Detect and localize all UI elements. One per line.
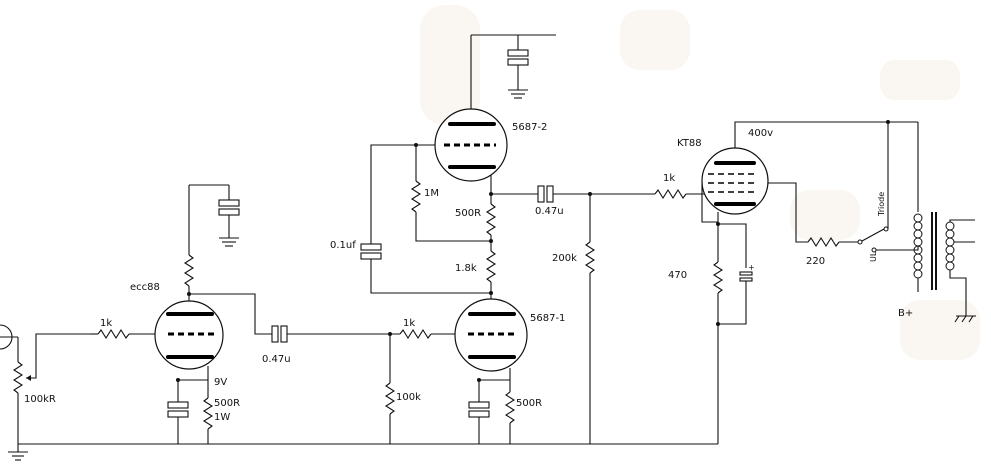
secondary-winding <box>945 221 955 271</box>
label-500R-5687-1: 500R <box>516 398 542 409</box>
label-9V: 9V <box>214 377 227 388</box>
label-470: 470 <box>668 270 687 281</box>
tube-5687-1: 5687-1 <box>454 298 565 372</box>
5687-1-cathode-circuit: 500R <box>468 368 542 444</box>
label-ecc88: ecc88 <box>130 282 160 293</box>
resistor-100k: 100k <box>384 332 421 444</box>
label-1k-second: 1k <box>403 318 415 329</box>
primary-winding <box>913 213 923 279</box>
5687-2-plate-supply <box>470 34 556 109</box>
label-01uf: 0.1uf <box>330 240 356 251</box>
label-200k: 200k <box>552 253 577 264</box>
input-section: 100kR <box>0 324 90 444</box>
label-047u-second: 0.47u <box>535 206 564 217</box>
label-5687-1: 5687-1 <box>530 313 565 324</box>
kt88-cathode-circuit: + 470 <box>668 182 755 444</box>
label-400v: 400v <box>748 128 773 139</box>
srpp-middle: 1.8k 500R 1M 0.1uf <box>330 143 497 299</box>
resistor-200k: 200k <box>552 192 596 444</box>
tube-kt88: KT88 <box>677 138 769 215</box>
output-transformer: B+ <box>898 212 976 323</box>
resistor-1k-kt88: 1k <box>654 173 708 200</box>
ecc88-plate-circuit <box>183 184 272 335</box>
label-5687-2: 5687-2 <box>512 122 547 133</box>
resistor-1k-second: 1k <box>399 318 456 340</box>
label-1k-kt88: 1k <box>663 173 675 184</box>
plus-sign: + <box>748 263 755 272</box>
resistor-100kR <box>12 361 24 394</box>
kt88-plate-circuit: 400v 220 Triode UL <box>734 120 919 267</box>
label-047u-first: 0.47u <box>262 354 291 365</box>
label-220: 220 <box>806 256 825 267</box>
label-triode: Triode <box>877 192 886 217</box>
tube-5687-2: 5687-2 <box>434 108 547 182</box>
label-kt88: KT88 <box>677 138 702 149</box>
ground-bus <box>8 443 718 461</box>
ecc88-cathode-circuit: 9V 500R 1W <box>167 366 240 444</box>
capacitor-047u-second: 0.47u <box>491 185 655 217</box>
label-18k: 1.8k <box>455 263 477 274</box>
tube-ecc88: ecc88 <box>130 282 224 370</box>
label-100k: 100k <box>396 392 421 403</box>
label-ul: UL <box>869 251 878 262</box>
label-1k-input: 1k <box>100 318 112 329</box>
background-smudges <box>420 5 980 360</box>
label-500R-5687-2: 500R <box>455 208 481 219</box>
label-500R-1W: 500R <box>214 398 240 409</box>
label-b-plus: B+ <box>898 308 913 319</box>
label-1W: 1W <box>214 412 230 423</box>
capacitor-047u-first: 0.47u <box>262 325 400 365</box>
label-100kR: 100kR <box>24 394 56 405</box>
resistor-1k-input: 1k <box>90 318 158 340</box>
label-1M: 1M <box>424 188 439 199</box>
